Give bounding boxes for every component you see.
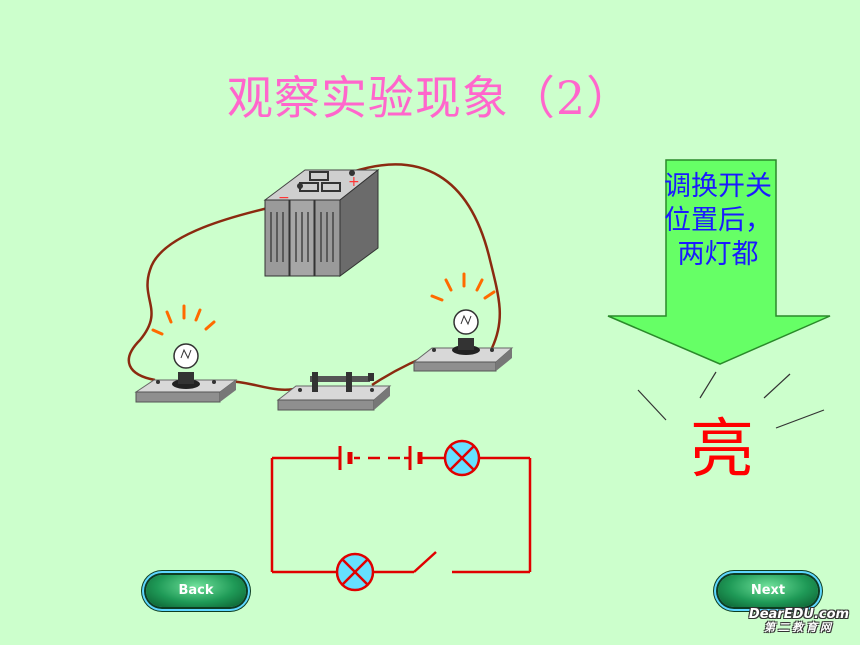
wire-battery-left [127,198,306,382]
deareedu-logo: DearEDU.com 第二教育网 [744,608,854,634]
slide-title: 观察实验现象（2） [226,71,634,125]
next-button[interactable]: Next [718,575,818,607]
battery-positive-label: + [348,174,360,190]
right-lamp-icon [412,272,514,372]
battery-icon [263,168,380,277]
schematic-lamp-bottom-icon [335,552,375,592]
logo-line1: DearEDU.com [748,607,850,622]
battery-negative-label: − [278,190,290,206]
back-button[interactable]: Back [146,575,246,607]
wire-battery-right [351,163,502,349]
schematic-battery-symbol [338,446,423,470]
radiant-lines-icon [637,371,825,429]
logo-line2: 第二教育网 [764,621,834,634]
schematic-lamp-top-icon [443,439,481,477]
down-arrow-shape [607,159,831,365]
knife-switch-icon [276,372,392,411]
arrow-callout-text: 调换开关位置后，两灯都 [664,171,772,270]
left-lamp-icon [134,304,238,403]
result-bright-text: 亮 [690,413,754,487]
